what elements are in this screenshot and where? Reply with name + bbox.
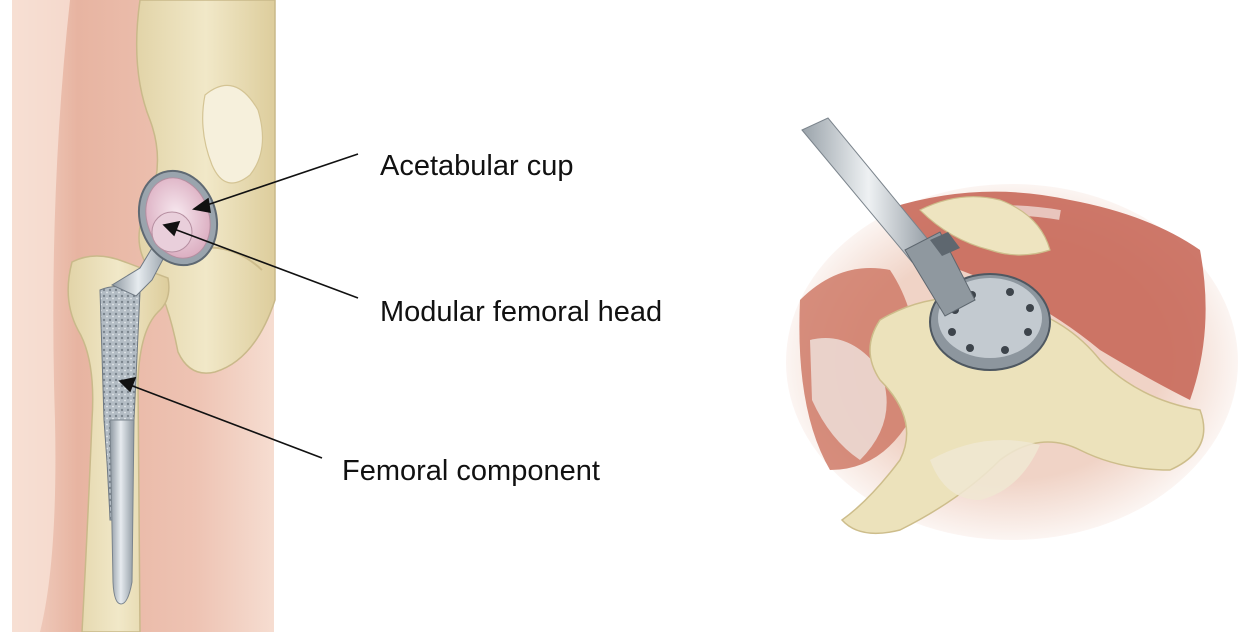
- right-illustration: [786, 118, 1238, 540]
- label-acetabular-cup: Acetabular cup: [380, 150, 573, 182]
- label-modular-femoral-head: Modular femoral head: [380, 296, 662, 328]
- left-illustration: [12, 0, 275, 632]
- label-femoral-component: Femoral component: [342, 455, 600, 487]
